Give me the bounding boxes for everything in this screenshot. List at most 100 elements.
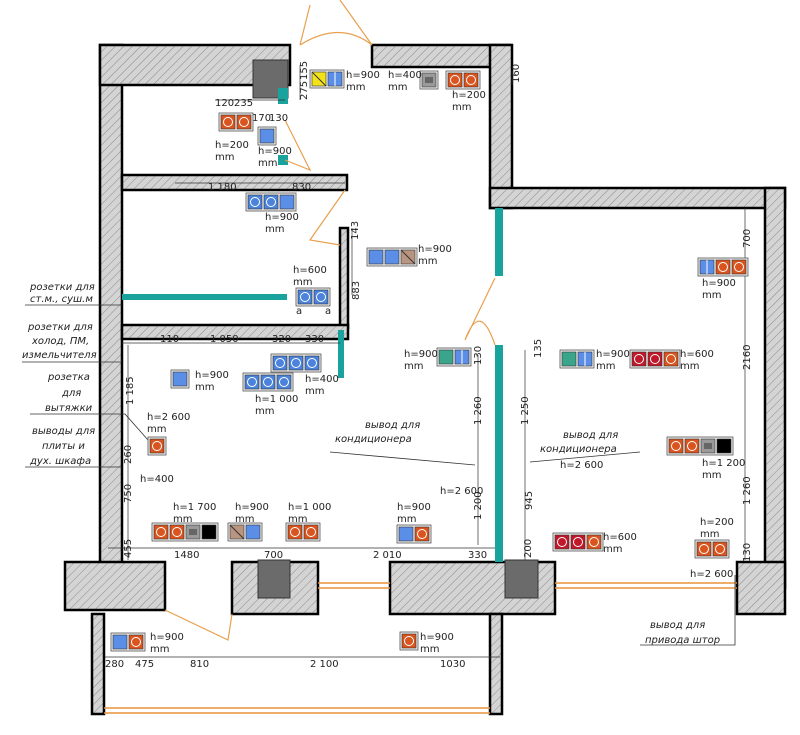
dimension-label: 2 010 [373,550,402,561]
device-unit-label: mm [397,514,416,525]
dimension-label: 160 [511,64,522,83]
devices: h=200mmh=900mmh=900mmh=400mmh=200mmh=900… [110,69,749,655]
socket-orange-icon [586,534,602,550]
partition [495,208,503,276]
dimension-label: 945 [524,491,535,510]
dimension-label: 130 [269,113,288,124]
black-box-icon [201,524,217,540]
device-height-label: h=900 [420,632,454,643]
device-frame [151,522,219,542]
switch-blue-icon [245,524,261,540]
dimension-label: 1030 [440,659,465,670]
device-unit-label: mm [346,82,365,93]
dimension-label: 1 250 [520,396,531,425]
socket-red-icon [647,351,663,367]
device-unit-label: mm [452,102,471,113]
dimension-label: 1480 [174,550,199,561]
annotation-curtain-drive: привода штор [645,635,720,646]
switch-double-blue-icon [327,71,343,87]
teal-box-icon [438,349,454,365]
switch-blue-icon [398,526,414,542]
wall-step [488,186,787,210]
height-label: h=400 [140,474,174,485]
device-height-label: h=900 [397,502,431,513]
annotation-stove-oven: выводы для [32,426,95,437]
windows [104,582,737,714]
socket-blue-icon [276,374,292,390]
dimension-label: 275 [299,81,310,100]
socket-orange-icon [149,438,165,454]
partition [278,88,288,104]
socket-orange-icon [715,259,731,275]
device-height-label: h=900 [258,146,292,157]
door-entrance [299,0,373,46]
dimension-label: 155 [299,61,310,80]
dimension-label: 830 [292,182,311,193]
device-height-label: h=900 [346,70,380,81]
socket-orange-icon [414,526,430,542]
annotation-ac-right: кондиционера [540,444,617,455]
switch-blue-icon [259,128,275,144]
annotation-fridge-dishwasher: розетки для [27,322,93,333]
device-height-label: h=200 [700,517,734,528]
dimension-label: 1 050 [210,334,239,345]
device-unit-label: mm [150,644,169,655]
socket-blue-icon [313,289,329,305]
device-height-label: h=1 000 [255,394,298,405]
door-living [464,277,496,346]
dimension-label: 1 200 [473,491,484,520]
device-unit-label: mm [702,470,721,481]
shaft-bottom-left [257,559,291,599]
dimension-label: a [296,306,302,317]
annotation-curtain-drive: вывод для [650,620,705,631]
dimension-label: 143 [350,221,361,240]
dimension-label: 700 [742,229,753,248]
wall-kitchen [120,323,350,341]
brown-diagonal-icon [400,249,416,265]
dimension-label: 810 [190,659,209,670]
socket-orange-icon [447,72,463,88]
device-unit-label: mm [173,514,192,525]
glass-partitions [122,88,503,562]
socket-blue-icon [297,289,313,305]
device-height-label: h=900 [404,349,438,360]
socket-orange-icon [731,259,747,275]
dimension-label: 455 [123,539,134,558]
wall-right-upper [488,43,514,210]
dimension-label: 110 [160,334,179,345]
door-bathroom [284,119,312,172]
doors [164,0,496,641]
device-height-label: h=200 [215,140,249,151]
switch-double-blue-icon [699,259,715,275]
device-unit-label: mm [418,256,437,267]
height-label: h=2 600 [560,460,603,471]
device-unit-label: mm [215,152,234,163]
gray-outlet-icon [185,524,201,540]
